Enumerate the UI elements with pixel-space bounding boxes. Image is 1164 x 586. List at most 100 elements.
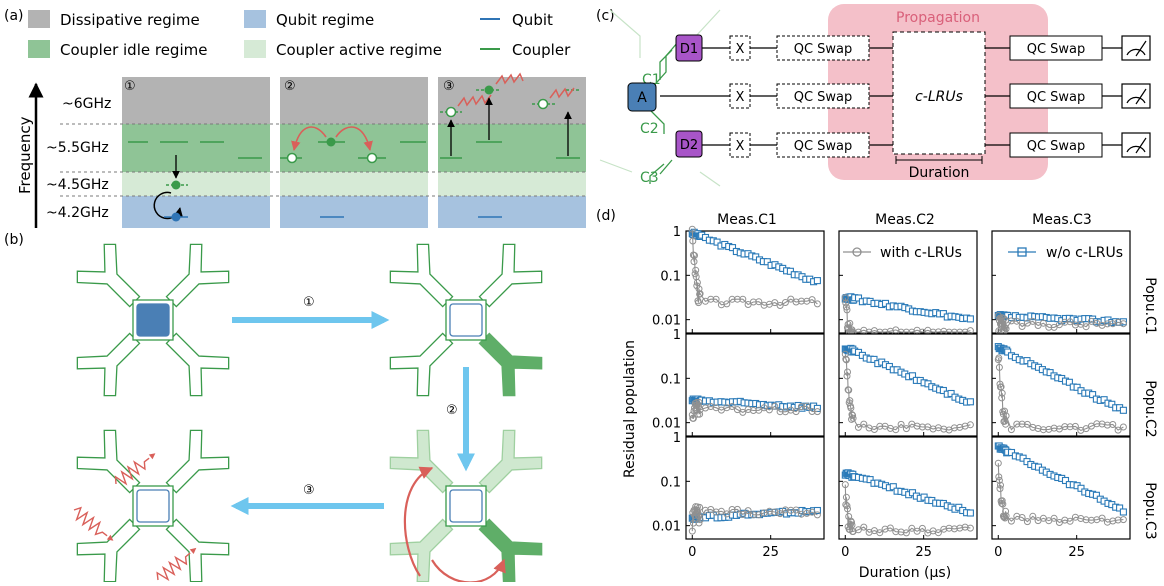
data-point-with-lrus [848,411,856,419]
data-point-with-lrus [696,410,704,418]
data-point-with-lrus [776,302,784,309]
data-point-with-lrus [707,403,715,410]
coupler-arm [165,429,230,494]
qubit-pad [449,489,483,523]
data-point-with-lrus [739,408,747,416]
data-point-with-lrus [771,299,779,307]
data-point-with-lrus [1050,323,1058,331]
y-tick-label: 1 [673,431,681,446]
coupler-arm [76,518,141,583]
coupler-arm [478,243,543,308]
legend-qubit-line: Qubit [512,11,553,29]
data-point-with-lrus [1018,323,1026,330]
c-lrus-label: c-LRUs [915,89,963,105]
series-line-with-lrus [844,484,971,534]
data-point-with-lrus [843,502,851,510]
data-point-without-lrus [1004,348,1012,356]
data-point-with-lrus [728,403,736,410]
data-point-without-lrus [889,483,897,491]
data-point-with-lrus [854,526,862,534]
data-point-with-lrus [1061,423,1069,431]
data-point-with-lrus [1071,422,1079,430]
data-point-with-lrus [1050,514,1058,522]
data-point-with-lrus [691,252,698,259]
col-title-c3: Meas.C3 [1032,212,1092,228]
energy-band [122,124,270,172]
data-point-with-lrus [876,422,884,430]
data-point-with-lrus [1071,321,1079,329]
propagation-title: Propagation [896,10,980,26]
data-point-with-lrus [792,408,800,416]
data-point-with-lrus [845,386,853,394]
data-point-without-lrus [1089,391,1097,399]
panel-c: (c) Propagation C1 C2 C3 D1 A D2 [596,4,1151,187]
data-point-with-lrus [723,404,731,412]
coupler-arm [76,429,141,494]
data-point-without-lrus [1065,378,1073,386]
data-point-with-lrus [995,354,1003,362]
panel-label-d: (d) [596,208,616,224]
data-point-with-lrus [1066,318,1074,326]
x-tick-label: 25 [1068,545,1085,560]
data-point-with-lrus [1109,517,1117,525]
col-title-c1: Meas.C1 [717,212,777,228]
data-point-with-lrus [892,426,900,434]
data-point-without-lrus [813,277,821,285]
step-2-label: ② [446,403,458,418]
data-point-with-lrus [1109,421,1117,428]
data-point-with-lrus [995,473,1003,481]
data-point-with-lrus [688,225,696,233]
plot-frame [685,436,825,540]
meter-icon [1105,132,1151,158]
data-point-with-lrus [808,296,816,304]
data-point-with-lrus [998,499,1006,507]
freq-label-4p2ghz: ~4.2GHz [46,205,109,221]
data-point-with-lrus [797,297,805,305]
data-point-with-lrus [1103,320,1111,328]
data-point-with-lrus [717,507,725,515]
coupler-arm [389,518,454,583]
data-point-with-lrus [1018,420,1026,428]
data-point-with-lrus [1002,512,1010,520]
data-point-with-lrus [1002,412,1010,420]
coupler-arm [478,332,543,397]
data-point-with-lrus [1007,317,1015,325]
data-point-with-lrus [842,355,850,363]
chart-1-2 [991,333,1131,437]
data-point-with-lrus [956,524,964,532]
coupler-arm [76,332,141,397]
data-point-with-lrus [842,356,850,364]
data-point-with-lrus [689,414,697,422]
data-point-with-lrus [1018,514,1026,521]
data-point-with-lrus [908,524,916,532]
data-point-with-lrus [728,506,736,513]
data-point-with-lrus [1039,319,1047,327]
data-point-with-lrus [701,506,709,514]
step-2-diagram: ② [280,79,426,218]
x-tick-label: 25 [762,545,779,560]
data-point-with-lrus [1034,425,1042,432]
data-point-with-lrus [918,524,926,532]
coupler-traces [649,41,679,184]
data-point-with-lrus [1050,424,1058,432]
data-point-with-lrus [760,301,768,309]
data-point-with-lrus [1119,423,1127,431]
data-point-with-lrus [1093,420,1101,428]
data-point-with-lrus [733,295,741,303]
data-point-with-lrus [696,290,704,298]
coupler-arm [389,332,454,397]
coupler-arm [389,429,454,494]
y-tick-label: 0.1 [660,269,681,284]
data-point-with-lrus [695,285,703,293]
data-point-with-lrus [995,363,1003,371]
data-point-with-lrus [940,425,948,433]
plot-frame [838,436,978,540]
coupler-arm [165,243,230,308]
qubit-excitation-dot [171,212,181,222]
data-point-with-lrus [846,319,854,327]
data-point-without-lrus [939,386,947,395]
measurement-meters [1105,35,1151,158]
data-point-with-lrus [695,402,702,410]
data-point-with-lrus [792,506,800,514]
